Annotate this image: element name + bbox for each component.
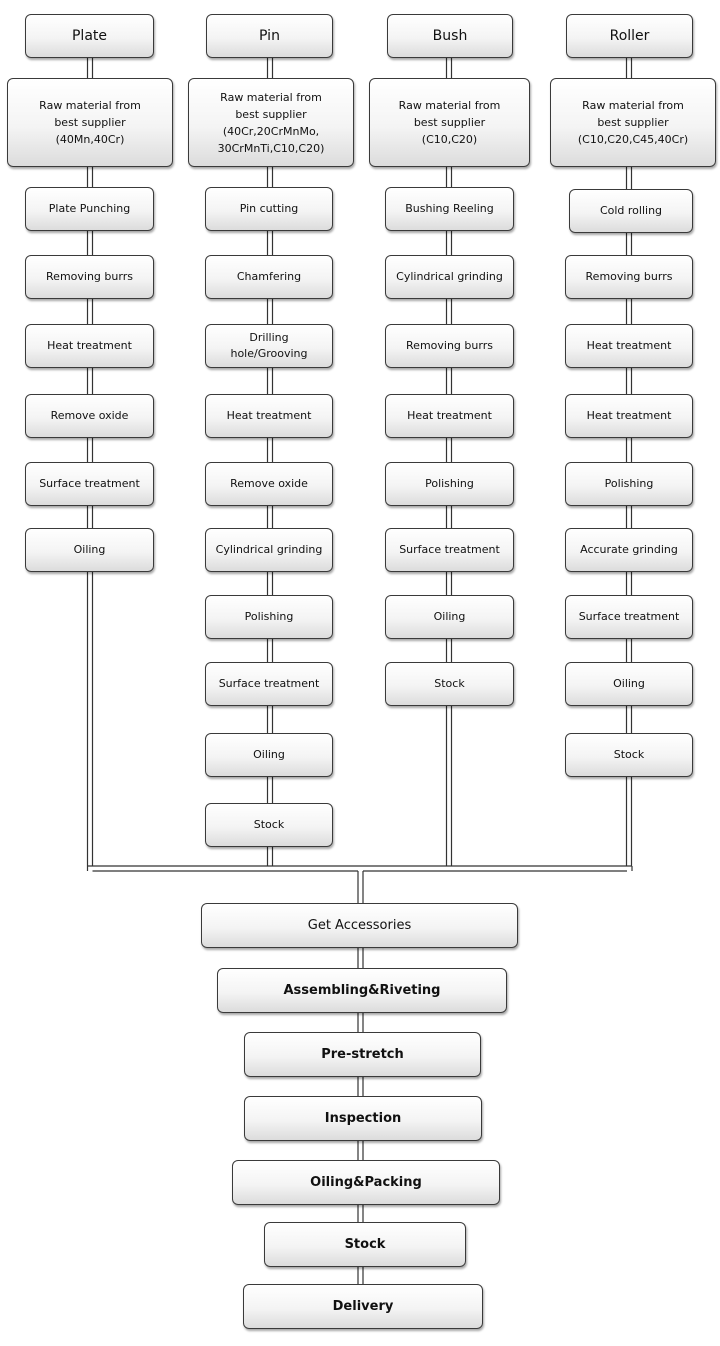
final-step-assembling-riveting: Assembling&Riveting [217, 968, 507, 1013]
bush-step: Polishing [385, 462, 514, 506]
roller-step: Stock [565, 733, 693, 777]
roller-step: Heat treatment [565, 394, 693, 438]
roller-step: Removing burrs [565, 255, 693, 299]
plate-step: Remove oxide [25, 394, 154, 438]
pin-step: Stock [205, 803, 333, 847]
header-plate: Plate [25, 14, 154, 58]
final-step-stock: Stock [264, 1222, 466, 1267]
final-step-oiling-packing: Oiling&Packing [232, 1160, 500, 1205]
raw-material-roller: Raw material from best supplier (C10,C20… [550, 78, 716, 167]
plate-step: Heat treatment [25, 324, 154, 368]
header-bush: Bush [387, 14, 513, 58]
pin-step: Oiling [205, 733, 333, 777]
final-step-inspection: Inspection [244, 1096, 482, 1141]
header-roller: Roller [566, 14, 693, 58]
bush-step: Cylindrical grinding [385, 255, 514, 299]
pin-step: Remove oxide [205, 462, 333, 506]
bush-step: Stock [385, 662, 514, 706]
plate-step: Oiling [25, 528, 154, 572]
pin-step: Surface treatment [205, 662, 333, 706]
pin-step: Heat treatment [205, 394, 333, 438]
roller-step: Heat treatment [565, 324, 693, 368]
roller-step: Accurate grinding [565, 528, 693, 572]
final-step-get-accessories: Get Accessories [201, 903, 518, 948]
pin-step: Drilling hole/Grooving [205, 324, 333, 368]
pin-step: Cylindrical grinding [205, 528, 333, 572]
roller-step: Cold rolling [569, 189, 693, 233]
plate-step: Removing burrs [25, 255, 154, 299]
final-step-delivery: Delivery [243, 1284, 483, 1329]
final-step-pre-stretch: Pre-stretch [244, 1032, 481, 1077]
pin-step: Polishing [205, 595, 333, 639]
roller-step: Polishing [565, 462, 693, 506]
raw-material-pin: Raw material from best supplier (40Cr,20… [188, 78, 354, 167]
header-pin: Pin [206, 14, 333, 58]
bush-step: Heat treatment [385, 394, 514, 438]
bush-step: Oiling [385, 595, 514, 639]
bush-step: Surface treatment [385, 528, 514, 572]
raw-material-bush: Raw material from best supplier (C10,C20… [369, 78, 530, 167]
plate-step: Surface treatment [25, 462, 154, 506]
roller-step: Surface treatment [565, 595, 693, 639]
plate-step: Plate Punching [25, 187, 154, 231]
bush-step: Bushing Reeling [385, 187, 514, 231]
raw-material-plate: Raw material from best supplier (40Mn,40… [7, 78, 173, 167]
pin-step: Chamfering [205, 255, 333, 299]
bush-step: Removing burrs [385, 324, 514, 368]
pin-step: Pin cutting [205, 187, 333, 231]
roller-step: Oiling [565, 662, 693, 706]
